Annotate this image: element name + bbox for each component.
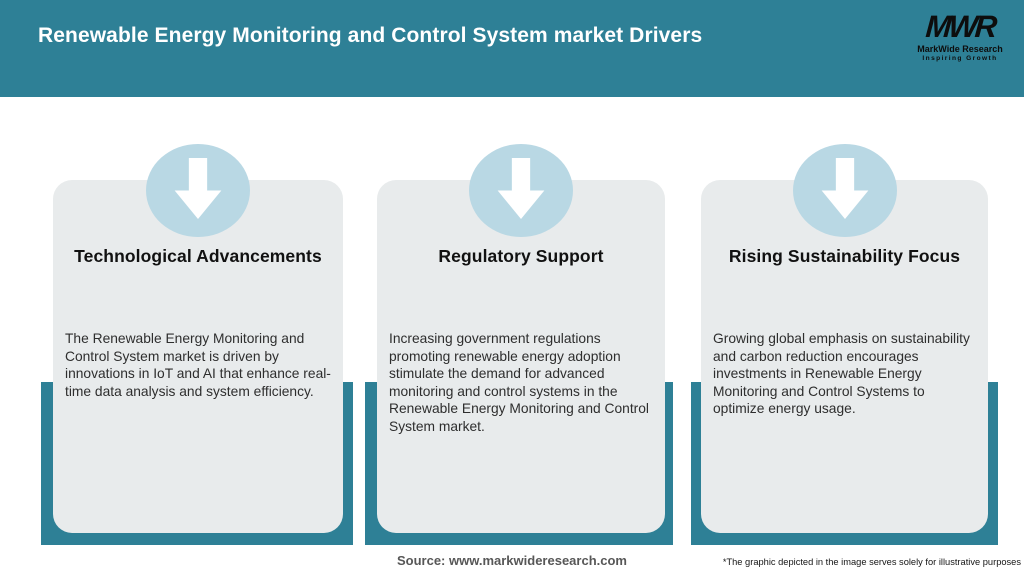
source-text: Source: www.markwideresearch.com (396, 553, 627, 568)
down-arrow-icon (146, 144, 250, 237)
markwide-logo: MWR MarkWide Research Inspiring Growth (912, 9, 1008, 63)
card-heading: Regulatory Support (438, 246, 604, 266)
card-heading: Technological Advancements (74, 246, 322, 266)
card-body-text: Growing global emphasis on sustainabilit… (713, 331, 970, 417)
card-heading: Rising Sustainability Focus (728, 246, 961, 266)
card-body-text: Increasing government regulations promot… (389, 331, 649, 434)
down-arrow-icon (792, 144, 897, 237)
driver-card-technological-advancements: Technological Advancements The Renewable… (53, 144, 343, 533)
disclaimer-text: *The graphic depicted in the image serve… (722, 557, 1021, 567)
logo-name: MarkWide Research (917, 44, 1003, 54)
down-arrow-icon (469, 144, 573, 237)
logo-tagline: Inspiring Growth (922, 55, 998, 62)
driver-card-regulatory-support: Regulatory Support Increasing government… (377, 144, 665, 533)
driver-card-rising-sustainability-focus: Rising Sustainability Focus Growing glob… (701, 144, 988, 533)
card-body-text: The Renewable Energy Monitoring and Cont… (65, 331, 331, 399)
header-bar: Renewable Energy Monitoring and Control … (0, 0, 1024, 97)
logo-monogram: MWR (924, 9, 996, 44)
page-title: Renewable Energy Monitoring and Control … (38, 24, 703, 47)
